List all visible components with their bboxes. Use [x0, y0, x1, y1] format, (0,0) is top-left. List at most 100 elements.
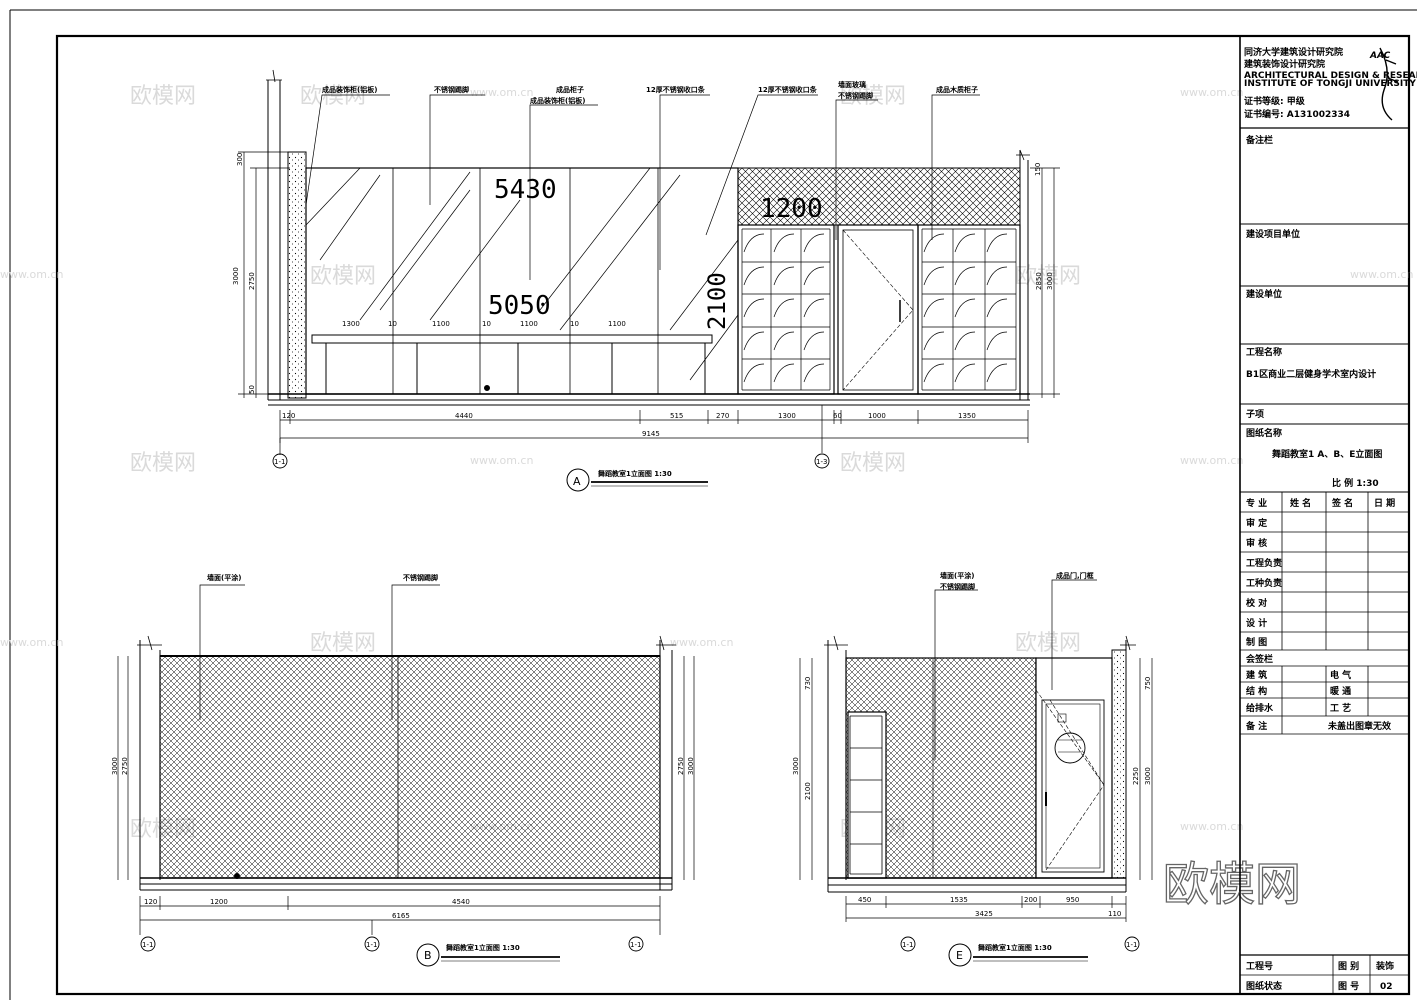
dim-text: 2750 [121, 757, 129, 775]
dim-text: 3000 [232, 267, 240, 285]
dim-text: 10 [570, 320, 579, 328]
tb-row-label: 建设单位 [1246, 288, 1282, 300]
dim-text: 150 [1034, 163, 1042, 176]
annotation: 12厚不锈钢收口条 [758, 85, 818, 94]
corner-watermark-logo: 欧模网 [1163, 857, 1301, 911]
dim-text: 10 [388, 320, 397, 328]
dim-large: 2100 [703, 272, 731, 330]
dim-text: 3000 [111, 757, 119, 775]
watermark-url: www.om.cn [0, 636, 63, 649]
dim-text: 3000 [792, 757, 800, 775]
sign-row-label: 设 计 [1246, 617, 1267, 629]
watermarks: 欧模网 欧模网 欧模网 欧模网 欧模网 欧模网 欧模网 欧模网 欧模网 欧模网 … [0, 84, 1413, 912]
dim-text: 2100 [804, 782, 812, 800]
watermark-url: www.om.cn [0, 268, 63, 281]
dim-text: 2750 [248, 272, 256, 290]
dim-text-total: 6165 [392, 912, 410, 920]
sign-header: 日 期 [1374, 497, 1395, 509]
dim-large: 5430 [494, 175, 557, 205]
dim-text: 750 [1144, 677, 1152, 690]
dim-text: 1300 [342, 320, 360, 328]
cosign-label: 暖 通 [1330, 685, 1351, 697]
watermark-logo: 欧模网 [840, 451, 906, 476]
sign-row-label: 工程负责 [1246, 557, 1282, 569]
annotation: 12厚不锈钢收口条 [646, 85, 706, 94]
dim-text: 200 [1024, 896, 1037, 904]
elevation-e [799, 579, 1153, 967]
dim-text: 1300 [778, 412, 796, 420]
dim-text: 300 [236, 153, 244, 166]
tb-row-label: 工程名称 [1246, 346, 1282, 358]
elevation-b [117, 584, 695, 967]
cert-line: 证书等级: 甲级 [1244, 95, 1306, 107]
axis-label: 1-3 [816, 458, 827, 466]
elevation-b-text: 墙面(平涂) 不锈钢踢脚 120 1200 4540 6165 3000 275… [111, 573, 695, 962]
annotation: 成品装饰柜(铝板) [530, 96, 585, 105]
annotation: 墙面玻璃 [838, 80, 866, 89]
company-name-en: INSTITUTE OF TONGJI UNIVERSITY [1244, 79, 1416, 89]
sign-row-label: 审 定 [1246, 517, 1268, 529]
axis-label: 1-1 [902, 941, 913, 949]
dim-text: 1100 [520, 320, 538, 328]
elevation-label: A [573, 475, 581, 488]
dim-text: 4440 [455, 412, 473, 420]
axis-label: 1-1 [142, 941, 153, 949]
sign-row-label: 工种负责 [1246, 577, 1282, 589]
company-logo-text: AAC [1369, 51, 1391, 61]
tb-row-label: 建设项目单位 [1246, 228, 1300, 240]
dim-text: 60 [833, 412, 842, 420]
annotation: 成品木质柜子 [936, 85, 978, 94]
footer-label: 图 号 [1338, 981, 1359, 992]
dim-text: 270 [716, 412, 729, 420]
dim-text: 10 [482, 320, 491, 328]
elevation-e-text: 墙面(平涂) 不锈钢踢脚 成品门,门框 450 1535 200 950 110… [792, 571, 1152, 962]
dim-text: 730 [804, 677, 812, 690]
annotation: 墙面(平涂) [940, 571, 974, 580]
elevation-a [238, 69, 1060, 492]
sign-row-label: 制 图 [1246, 636, 1267, 648]
dim-text: 4540 [452, 898, 470, 906]
drawing-name: 舞蹈教室1 A、B、E立面图 [1272, 448, 1382, 460]
watermark-logo: 欧模网 [1015, 631, 1081, 656]
dim-text-total: 3425 [975, 910, 993, 918]
watermark-url: www.om.cn [1180, 820, 1243, 833]
axis-label: 1-1 [274, 458, 285, 466]
footer-label: 图 别 [1338, 960, 1359, 972]
cosign-label: 建 筑 [1246, 669, 1267, 681]
elevation-label: B [424, 949, 432, 962]
cosign-label: 工 艺 [1330, 702, 1351, 714]
watermark-logo: 欧模网 [130, 451, 196, 476]
watermark-logo: 欧模网 [840, 84, 906, 109]
title-block-text: 同济大学建筑设计研究院 建筑装饰设计研究院 ARCHITECTURAL DESI… [1244, 46, 1417, 992]
cosign-label: 结 构 [1246, 685, 1267, 697]
note-label: 备 注 [1245, 720, 1267, 732]
dim-text: 120 [144, 898, 157, 906]
drawing-scale: 比 例 1:30 [1332, 477, 1379, 489]
title-block [1239, 35, 1410, 995]
footer-value: 装饰 [1375, 960, 1394, 972]
sign-row-label: 审 核 [1246, 537, 1267, 549]
dim-text: 2850 [1035, 272, 1043, 290]
cosign-header: 会签栏 [1246, 653, 1273, 665]
cosign-label: 给排水 [1246, 702, 1274, 714]
dim-text: 1350 [958, 412, 976, 420]
footer-label: 工程号 [1246, 960, 1273, 972]
elevation-title: 舞蹈教室1立面图 1:30 [446, 943, 520, 952]
dim-text: 2750 [677, 757, 685, 775]
cert-line: 证书编号: A131002334 [1244, 108, 1350, 120]
footer-label: 图纸状态 [1246, 980, 1282, 992]
annotation: 不锈钢踢脚 [403, 573, 438, 582]
sign-header: 姓 名 [1289, 497, 1311, 509]
watermark-logo: 欧模网 [1015, 264, 1081, 289]
company-name-en: ARCHITECTURAL DESIGN & RESEARCH [1244, 71, 1417, 81]
dim-text: 1100 [432, 320, 450, 328]
cosign-label: 电 气 [1330, 669, 1351, 681]
dim-text: 2250 [1132, 767, 1140, 785]
dim-text: 515 [670, 412, 683, 420]
axis-label: 1-1 [1126, 941, 1137, 949]
footer-value: 02 [1380, 982, 1393, 992]
dim-text: 1000 [868, 412, 886, 420]
elevation-title: 舞蹈教室1立面图 1:30 [598, 469, 672, 478]
watermark-url: www.om.cn [470, 86, 533, 99]
